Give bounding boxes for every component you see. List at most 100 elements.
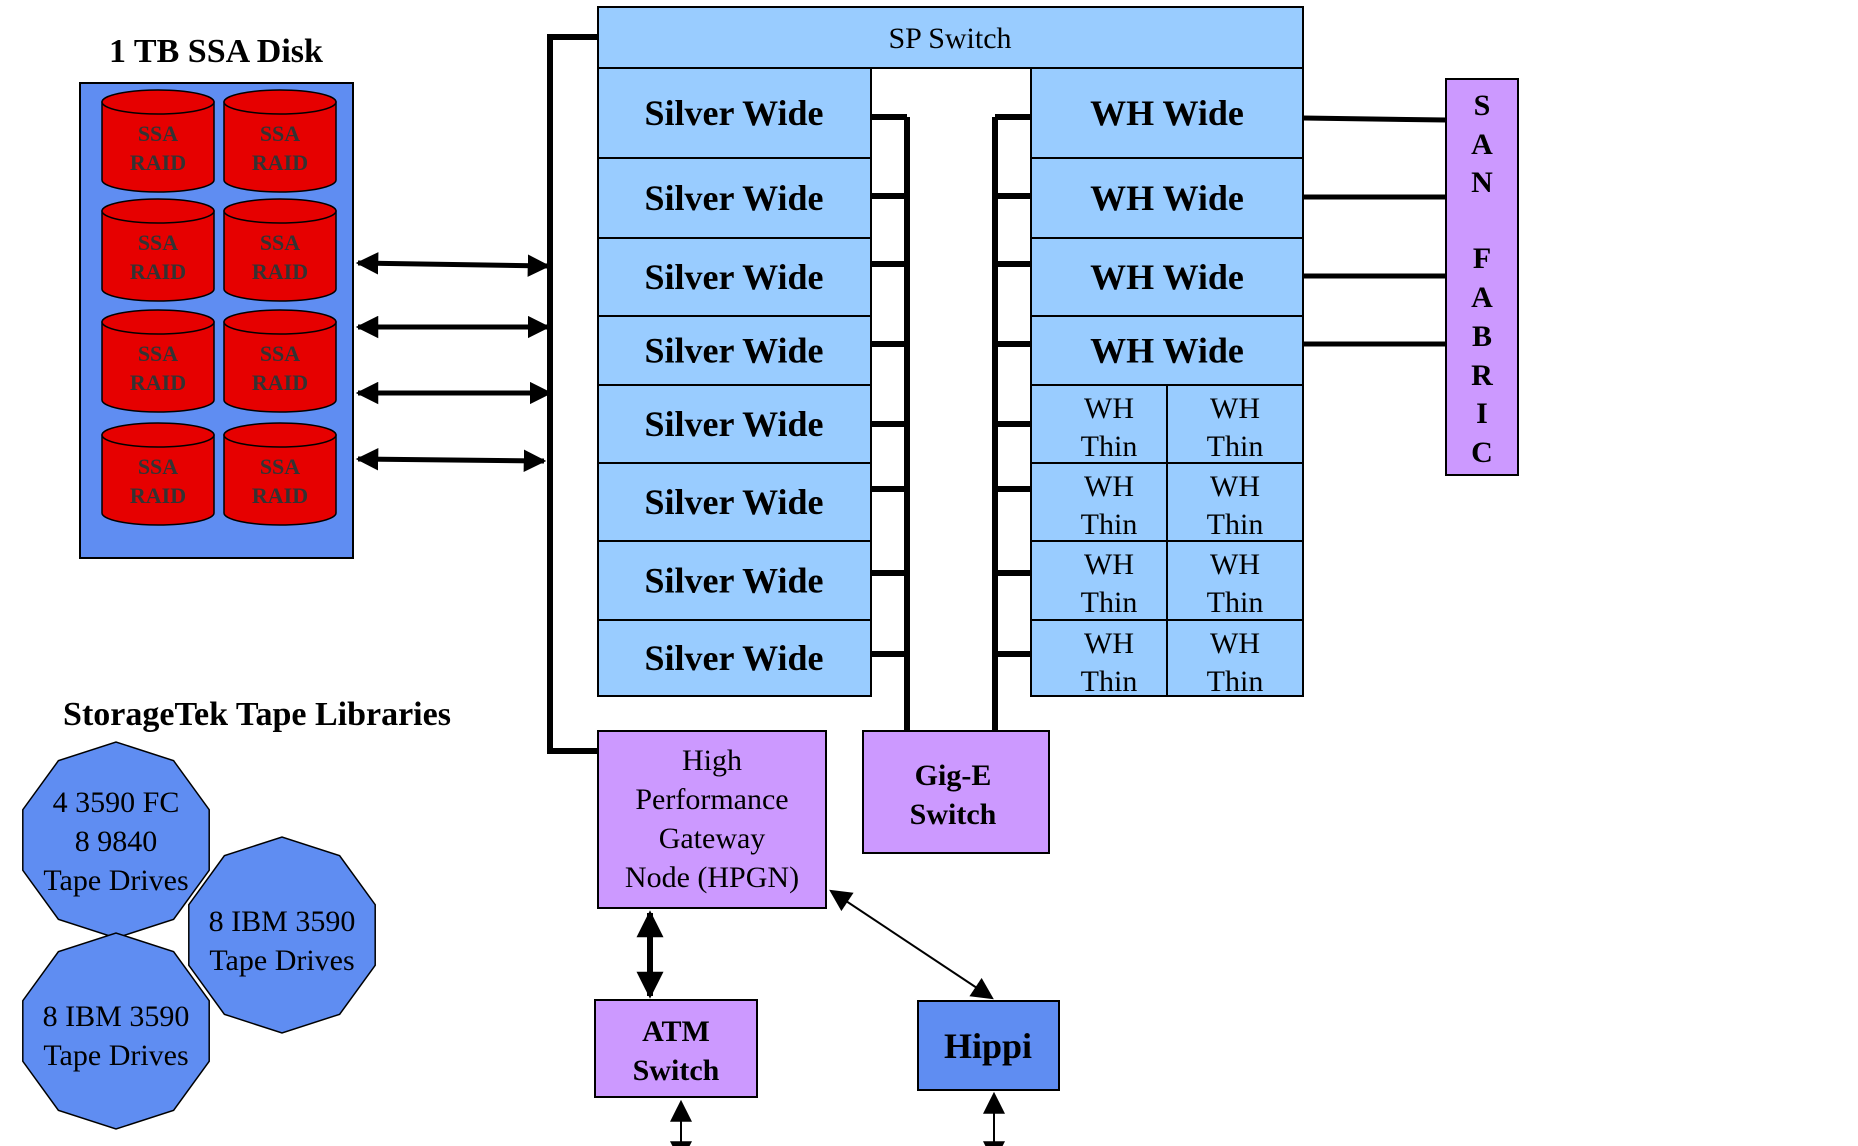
- silver-wide-label: Silver Wide: [644, 331, 823, 371]
- disk-label-line2: RAID: [130, 370, 186, 395]
- san-links: [1302, 115, 1447, 347]
- tape-library-shape: [22, 741, 210, 939]
- disk-body: [101, 321, 215, 413]
- wh-thin-node: [1166, 619, 1304, 697]
- wh-thin-label-line1: WH: [1084, 627, 1134, 660]
- atm-switch-line1: ATM: [642, 1015, 710, 1048]
- silver-wide-node: [597, 384, 872, 464]
- sp-switch: [597, 6, 1304, 69]
- wh-wide-node: [1030, 315, 1304, 386]
- disk-top: [223, 309, 337, 335]
- disk-body: [101, 434, 215, 526]
- wh-thin-node: [1166, 462, 1304, 542]
- silver-wide-node: [597, 237, 872, 317]
- disk-top: [223, 422, 337, 448]
- wh-thin-label-line1: WH: [1210, 470, 1260, 503]
- disk-label-line1: SSA: [138, 230, 178, 255]
- san-fabric-letter: A: [1471, 281, 1493, 314]
- hpgn-label-line: High: [682, 744, 742, 777]
- san-fabric-letter: R: [1471, 359, 1493, 392]
- hpgn-hippi-link: [829, 889, 994, 1000]
- disk-cylinder: SSA RAID: [101, 422, 215, 526]
- wh-wide-label: WH Wide: [1090, 257, 1244, 297]
- tape-library-shape: [188, 836, 376, 1034]
- tape-library-text: Tape Drives: [209, 944, 354, 977]
- tape-library-text: Tape Drives: [43, 864, 188, 897]
- sp-switch-label: SP Switch: [888, 22, 1011, 55]
- silver-wide-label: Silver Wide: [644, 482, 823, 522]
- wh-thin-label-line2: Thin: [1207, 586, 1264, 619]
- san-fabric-letter: C: [1471, 436, 1493, 469]
- tape-library-text: Tape Drives: [43, 1039, 188, 1072]
- disk-top: [101, 89, 215, 115]
- disk-group: SSARAIDSSARAIDSSARAIDSSARAIDSSARAIDSSARA…: [101, 89, 337, 526]
- san-fabric-letter: F: [1473, 242, 1491, 275]
- disk-top: [101, 422, 215, 448]
- disk-label-line1: SSA: [260, 230, 300, 255]
- san-fabric-letter: N: [1471, 166, 1493, 199]
- wh-thin-node: [1166, 384, 1304, 464]
- tape-title: StorageTek Tape Libraries: [63, 696, 451, 733]
- disk-bus-links: [355, 252, 553, 473]
- wh-wide-label: WH Wide: [1090, 178, 1244, 218]
- disk-label-line2: RAID: [252, 259, 308, 284]
- disk-label-line2: RAID: [252, 483, 308, 508]
- disk-label-line2: RAID: [130, 483, 186, 508]
- disk-label-line1: SSA: [138, 341, 178, 366]
- silver-wide-node: [597, 619, 872, 697]
- hpgn-label-line: Gateway: [659, 822, 766, 855]
- silver-wide-label: Silver Wide: [644, 561, 823, 601]
- disk-label-line1: SSA: [260, 341, 300, 366]
- wh-thin-label-line2: Thin: [1081, 508, 1138, 541]
- gige-switch-line2: Switch: [910, 798, 997, 831]
- wh-wide-node: [1030, 67, 1304, 159]
- disk-cylinder: SSA RAID: [223, 422, 337, 526]
- disk-body: [223, 321, 337, 413]
- san-fabric-letter: I: [1476, 397, 1488, 430]
- tape-library-text: 8 IBM 3590: [43, 1000, 190, 1033]
- disk-label-line2: RAID: [130, 259, 186, 284]
- wh-wide-node: [1030, 237, 1304, 317]
- wh-thin-label-line2: Thin: [1207, 665, 1264, 698]
- disk-top: [101, 198, 215, 224]
- wh-thin-label-line2: Thin: [1207, 430, 1264, 463]
- disk-body: [101, 210, 215, 302]
- atm-switch: [594, 999, 758, 1098]
- disk-link-arrow: [355, 252, 551, 277]
- disk-label-line1: SSA: [260, 454, 300, 479]
- gige-taps: [871, 114, 1031, 657]
- disk-label-line1: SSA: [138, 454, 178, 479]
- san-fabric-letter: A: [1471, 128, 1493, 161]
- disk-cylinder: SSA RAID: [223, 198, 337, 302]
- wh-thin-label-line1: WH: [1084, 392, 1134, 425]
- wh-wide-label: WH Wide: [1090, 331, 1244, 371]
- wh-wide-label: WH Wide: [1090, 93, 1244, 133]
- disk-body: [101, 101, 215, 193]
- wh-thin-label-line1: WH: [1210, 548, 1260, 581]
- disk-label-line1: SSA: [138, 121, 178, 146]
- silver-wide-label: Silver Wide: [644, 257, 823, 297]
- wh-thin-label-line2: Thin: [1081, 665, 1138, 698]
- tape-library-shape: [22, 932, 210, 1130]
- disk-link-arrow: [355, 447, 547, 473]
- disk-body: [223, 434, 337, 526]
- wh-thin-label-line2: Thin: [1081, 430, 1138, 463]
- disk-body: [223, 101, 337, 193]
- wh-thin-node: [1030, 619, 1168, 697]
- hpgn-label-line: Performance: [635, 783, 788, 816]
- silver-wide-label: Silver Wide: [644, 93, 823, 133]
- gige-switch-line1: Gig-E: [915, 759, 992, 792]
- wh-thin-grid: WHThinWHThinWHThinWHThinWHThinWHThinWHTh…: [1030, 384, 1304, 698]
- wh-thin-label-line1: WH: [1210, 627, 1260, 660]
- wh-thin-label-line1: WH: [1084, 548, 1134, 581]
- wh-thin-label-line2: Thin: [1081, 586, 1138, 619]
- wh-thin-label-line1: WH: [1084, 470, 1134, 503]
